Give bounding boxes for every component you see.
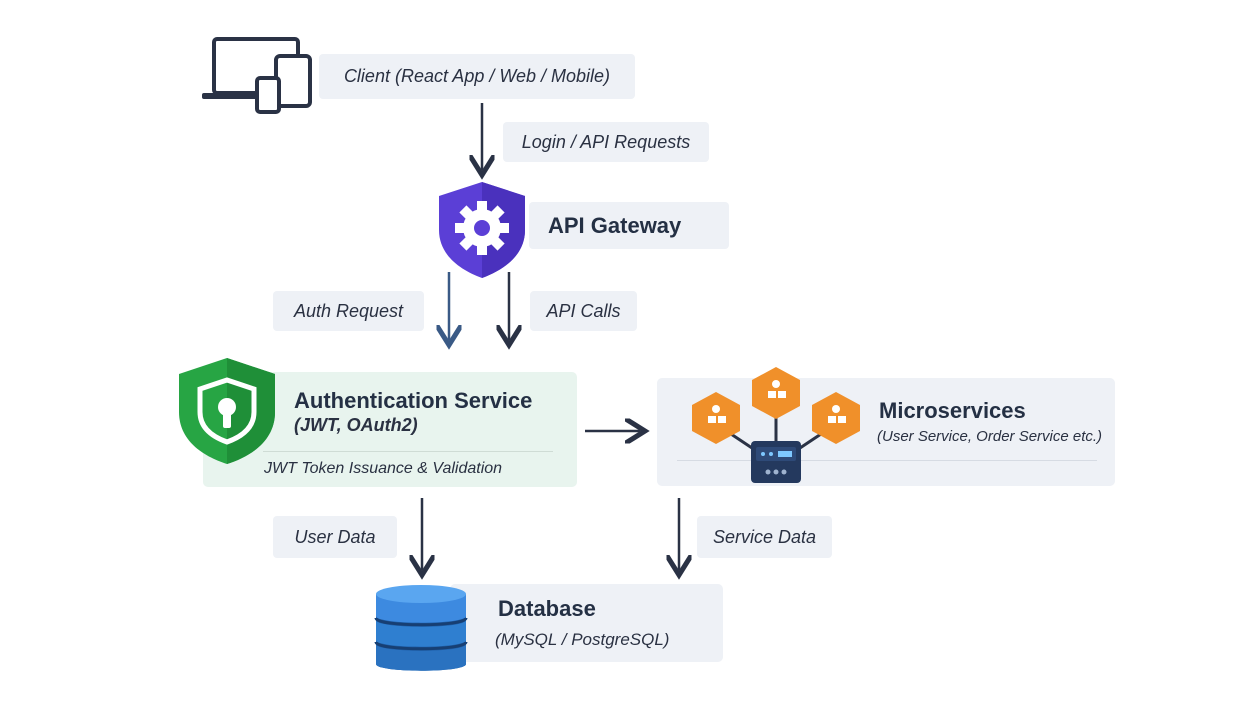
- database-subtitle: (MySQL / PostgreSQL): [495, 630, 670, 649]
- gateway-label: API Gateway: [529, 202, 729, 249]
- lock-shield-icon: [176, 356, 278, 466]
- client-label: Client (React App / Web / Mobile): [319, 54, 635, 99]
- auth-footer: JWT Token Issuance & Validation: [264, 460, 503, 477]
- auth-subtitle: (JWT, OAuth2): [294, 415, 418, 435]
- microservices-icon: [688, 364, 864, 488]
- client-label-text: Client (React App / Web / Mobile): [343, 66, 611, 86]
- database-title: Database: [498, 596, 596, 621]
- gateway-title: API Gateway: [548, 212, 682, 238]
- gear-shield-icon: [436, 180, 528, 280]
- edge-label-api-calls-text: API Calls: [546, 300, 621, 321]
- edge-label-api-calls: API Calls: [530, 291, 637, 331]
- edge-label-auth-request-text: Auth Request: [293, 300, 404, 321]
- devices-icon: [200, 36, 315, 116]
- edge-label-auth-request: Auth Request: [273, 291, 424, 331]
- edge-label-user-data: User Data: [273, 516, 397, 558]
- auth-title: Authentication Service: [294, 388, 533, 413]
- micro-divider: [677, 460, 1097, 461]
- edge-label-service-data: Service Data: [697, 516, 832, 558]
- edge-label-service-data-text: Service Data: [712, 526, 817, 547]
- edge-label-user-data-text: User Data: [294, 526, 376, 547]
- auth-divider: [263, 451, 553, 452]
- database-box: Database (MySQL / PostgreSQL): [450, 584, 723, 662]
- database-icon: [373, 580, 469, 680]
- edge-label-login: Login / API Requests: [503, 122, 709, 162]
- edge-label-login-text: Login / API Requests: [521, 131, 691, 152]
- micro-title: Microservices: [879, 398, 1026, 423]
- micro-subtitle: (User Service, Order Service etc.): [877, 428, 1103, 445]
